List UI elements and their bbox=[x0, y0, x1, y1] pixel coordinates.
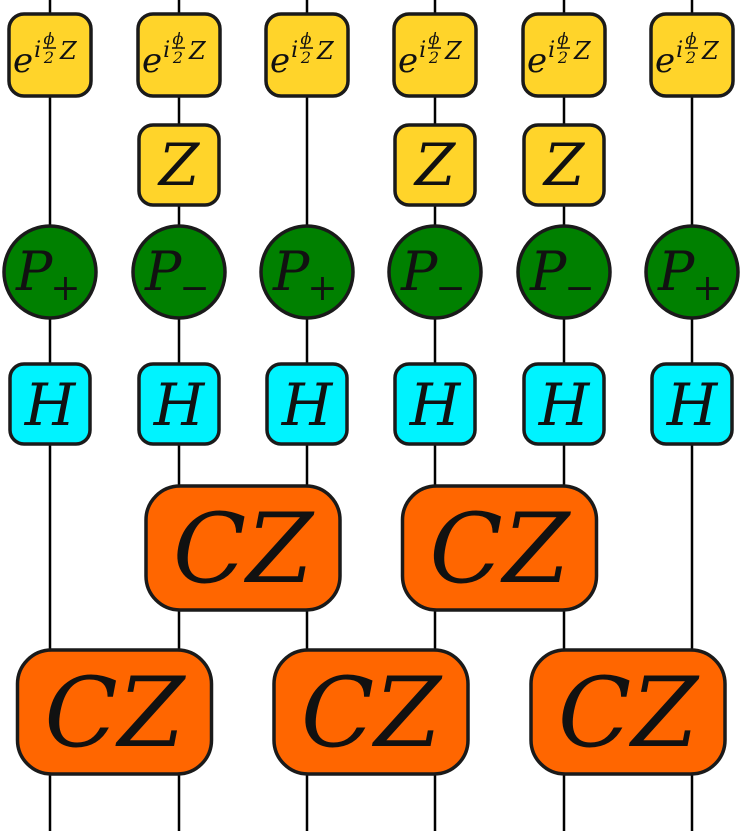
z-gate-2-box bbox=[137, 123, 221, 207]
phase-frac-den: 2 bbox=[685, 48, 696, 67]
z-gate-5-box bbox=[522, 123, 606, 207]
cz-gate-upper-1: CZ bbox=[144, 484, 342, 612]
phase-gate-label: ei bbox=[142, 38, 170, 81]
phase-gate-3-box bbox=[264, 12, 350, 98]
hadamard-gate-6: H bbox=[650, 362, 734, 446]
z-gate-label: Z bbox=[157, 131, 201, 199]
hadamard-gate-label: H bbox=[24, 371, 77, 439]
z-gate-2: Z bbox=[137, 123, 221, 207]
phase-sup-z: Z bbox=[444, 37, 463, 65]
projector-4: P− bbox=[387, 224, 483, 320]
hadamard-gate-3-box bbox=[265, 362, 349, 446]
phase-frac-num: ϕ bbox=[429, 29, 440, 48]
projector-label: P− bbox=[529, 240, 595, 309]
cz-gate-upper-2: CZ bbox=[400, 484, 599, 612]
projector-label: P− bbox=[400, 240, 466, 309]
hadamard-gate-label: H bbox=[409, 371, 462, 439]
phase-gate-label: ei bbox=[527, 38, 555, 81]
phase-frac-den: 2 bbox=[428, 48, 439, 67]
projector-2: P− bbox=[131, 224, 227, 320]
hadamard-gate-3: H bbox=[265, 362, 349, 446]
hadamard-gate-4-box bbox=[393, 362, 477, 446]
cz-gate-label: CZ bbox=[429, 493, 571, 605]
cz-gate-lower-2: CZ bbox=[272, 648, 470, 776]
projector-1: P+ bbox=[2, 224, 98, 320]
cz-gate-upper-2-box bbox=[400, 484, 599, 612]
phase-gate-label: ei bbox=[270, 38, 298, 81]
projector-label: P+ bbox=[15, 240, 81, 309]
projector-label: P+ bbox=[657, 240, 723, 309]
projector-circle bbox=[259, 224, 355, 320]
projector-label: P− bbox=[144, 240, 210, 309]
phase-frac-num: ϕ bbox=[686, 29, 697, 48]
projector-label: P+ bbox=[272, 240, 338, 309]
phase-sup-z: Z bbox=[573, 37, 592, 65]
hadamard-gate-5-box bbox=[522, 362, 606, 446]
projector-circle bbox=[644, 224, 740, 320]
phase-sup-z: Z bbox=[701, 37, 720, 65]
phase-gate-label: ei bbox=[655, 38, 683, 81]
hadamard-gate-1: H bbox=[8, 362, 92, 446]
cz-gate-lower-1-box bbox=[15, 648, 214, 776]
phase-frac-den: 2 bbox=[43, 48, 54, 67]
phase-gate-label: ei bbox=[13, 38, 41, 81]
phase-sup-z: Z bbox=[188, 37, 207, 65]
hadamard-gate-1-box bbox=[8, 362, 92, 446]
phase-gate-2-box bbox=[136, 12, 222, 98]
cz-gate-lower-2-box bbox=[272, 648, 470, 776]
phase-gate-4-box bbox=[392, 12, 478, 98]
z-gate-label: Z bbox=[413, 131, 457, 199]
phase-frac-den: 2 bbox=[300, 48, 311, 67]
hadamard-gate-6-box bbox=[650, 362, 734, 446]
projector-circle bbox=[2, 224, 98, 320]
hadamard-gate-2: H bbox=[137, 362, 221, 446]
cz-gate-label: CZ bbox=[173, 493, 315, 605]
projector-3: P+ bbox=[259, 224, 355, 320]
phase-frac-num: ϕ bbox=[301, 29, 312, 48]
hadamard-gate-label: H bbox=[153, 371, 206, 439]
phase-frac-den: 2 bbox=[557, 48, 568, 67]
projector-circle bbox=[131, 224, 227, 320]
projector-6: P+ bbox=[644, 224, 740, 320]
projector-circle bbox=[387, 224, 483, 320]
phase-sup-z: Z bbox=[316, 37, 335, 65]
z-gate-4-box bbox=[393, 123, 477, 207]
hadamard-gate-2-box bbox=[137, 362, 221, 446]
cz-gate-label: CZ bbox=[301, 657, 443, 769]
phase-gate-5-box bbox=[521, 12, 607, 98]
hadamard-gate-label: H bbox=[281, 371, 334, 439]
z-gate-5: Z bbox=[522, 123, 606, 207]
phase-frac-num: ϕ bbox=[558, 29, 569, 48]
hadamard-gate-label: H bbox=[538, 371, 591, 439]
cz-gate-lower-1: CZ bbox=[15, 648, 214, 776]
projector-circle bbox=[516, 224, 612, 320]
z-gate-4: Z bbox=[393, 123, 477, 207]
z-gate-label: Z bbox=[542, 131, 586, 199]
phase-gate-label: ei bbox=[398, 38, 426, 81]
hadamard-gate-5: H bbox=[522, 362, 606, 446]
projector-5: P− bbox=[516, 224, 612, 320]
cz-gate-upper-1-box bbox=[144, 484, 342, 612]
phase-gate-1-box bbox=[7, 12, 93, 98]
phase-frac-num: ϕ bbox=[173, 29, 184, 48]
phase-frac-den: 2 bbox=[172, 48, 183, 67]
cz-gate-lower-3: CZ bbox=[529, 648, 727, 776]
phase-frac-num: ϕ bbox=[44, 29, 55, 48]
phase-sup-z: Z bbox=[59, 37, 78, 65]
hadamard-gate-label: H bbox=[666, 371, 719, 439]
cz-gate-label: CZ bbox=[558, 657, 700, 769]
hadamard-gate-4: H bbox=[393, 362, 477, 446]
phase-gate-6-box bbox=[649, 12, 735, 98]
cz-gate-label: CZ bbox=[44, 657, 186, 769]
cz-gate-lower-3-box bbox=[529, 648, 727, 776]
